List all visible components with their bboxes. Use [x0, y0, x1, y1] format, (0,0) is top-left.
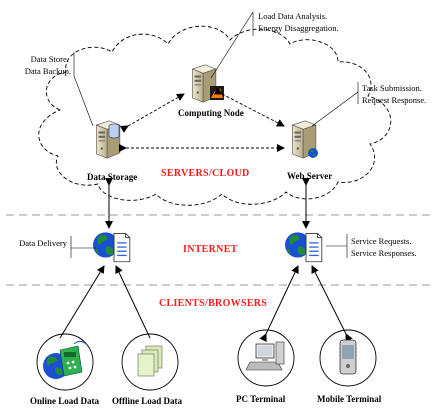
callout-service: Service Requests. Service Responses.: [351, 236, 417, 258]
web-server-label: Web Server: [287, 171, 332, 181]
computing-node-label: Computing Node: [178, 108, 244, 118]
callout-delivery: Data Delivery: [19, 238, 68, 248]
callout-leader-computing: [210, 11, 254, 79]
link-pc-internet: [259, 265, 299, 343]
pc-terminal-circle: [237, 329, 295, 387]
callout-leader-storage: [73, 75, 94, 127]
section-label-cloud: SERVERS/CLOUD: [161, 168, 250, 179]
link-online-internet: [59, 265, 105, 339]
link-storage-computing: [119, 93, 185, 133]
link-offline-internet: [115, 265, 151, 339]
globe-sensor-icon: [43, 340, 87, 379]
pc-terminal-label: PC Terminal: [236, 394, 286, 404]
callout-storage: Data Store. Data Backup.: [25, 54, 71, 76]
document-stack-icon: [137, 345, 163, 377]
mobile-terminal-circle: [319, 329, 377, 387]
mobile-terminal-label: Mobile Terminal: [317, 394, 382, 404]
computing-node-app-icon: [210, 86, 224, 100]
section-label-internet: INTERNET: [183, 244, 238, 255]
callout-leader-web: [311, 91, 359, 127]
mobile-phone-icon: [339, 339, 357, 375]
database-icon: [108, 123, 120, 139]
link-mobile-internet: [311, 265, 353, 343]
data-storage-label: Data Storage: [87, 172, 137, 182]
section-label-clients: CLIENTS/BROWSERS: [159, 298, 267, 309]
link-computing-web: [213, 87, 285, 127]
callout-web: Task Submission. Request Response.: [362, 83, 426, 105]
offline-load-data-label: Offline Load Data: [112, 396, 183, 406]
online-load-data-circle: [36, 333, 94, 391]
cloud-outline: [38, 25, 392, 206]
desktop-pc-icon: [245, 341, 285, 371]
internet-globe-left-icon: [92, 231, 131, 263]
web-server-globe-icon: [308, 148, 318, 158]
offline-load-data-circle: [121, 333, 179, 391]
online-load-data-label: Online Load Data: [30, 396, 100, 406]
internet-globe-right-icon: [284, 231, 323, 263]
callout-computing: Load Data Analysis. Energy Disaggregatio…: [258, 11, 339, 33]
